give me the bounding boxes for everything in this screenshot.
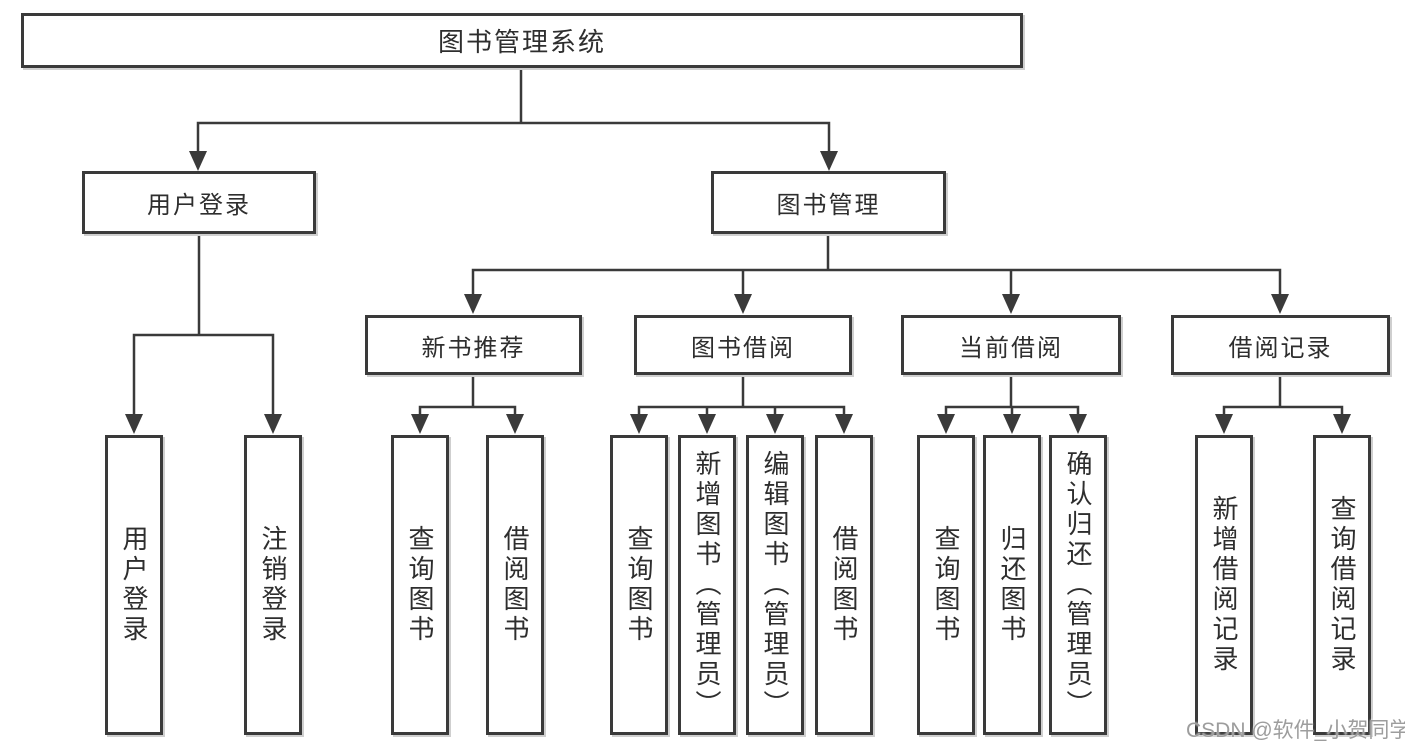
- leaf-query-book-current: 查询图书: [917, 435, 975, 735]
- connector-new-book-recommend-to-leaves: [418, 375, 517, 417]
- node-book-borrow: 图书借阅: [634, 315, 852, 375]
- node-label: 当前借阅: [959, 334, 1063, 362]
- node-label: 确认归还（管理员）: [1063, 450, 1093, 720]
- connector-root-to-level1: [196, 68, 831, 152]
- node-user-login-branch: 用户登录: [82, 171, 316, 234]
- connector-borrow-records-to-leaves: [1222, 375, 1344, 417]
- leaf-borrow-book-recommend: 借阅图书: [486, 435, 544, 735]
- node-label: 图书管理: [776, 192, 881, 219]
- node-label: 新增图书（管理员）: [692, 450, 722, 720]
- arrow-down-icon: [1271, 294, 1289, 314]
- arrow-down-icon: [734, 294, 752, 314]
- arrow-down-icon: [1333, 414, 1351, 434]
- arrow-down-icon: [1069, 414, 1087, 434]
- node-label: 注销登录: [258, 525, 288, 645]
- connector-current-borrow-to-leaves: [944, 375, 1080, 417]
- node-label: 用户登录: [119, 525, 149, 645]
- node-root-system: 图书管理系统: [21, 13, 1023, 68]
- leaf-query-borrow-record: 查询借阅记录: [1313, 435, 1371, 735]
- node-label: 借阅图书: [500, 525, 530, 645]
- arrowheads: [125, 151, 1351, 434]
- node-label: 编辑图书（管理员）: [760, 450, 790, 720]
- node-label: 借阅图书: [829, 525, 859, 645]
- node-label: 借阅记录: [1228, 334, 1333, 362]
- leaf-logout: 注销登录: [244, 435, 302, 735]
- node-label: 图书借阅: [691, 334, 795, 362]
- arrow-down-icon: [820, 151, 838, 171]
- leaf-return-book: 归还图书: [983, 435, 1041, 735]
- leaf-edit-book-admin: 编辑图书（管理员）: [746, 435, 804, 735]
- leaf-user-login: 用户登录: [105, 435, 163, 735]
- leaf-confirm-return-admin: 确认归还（管理员）: [1049, 435, 1107, 735]
- arrow-down-icon: [189, 151, 207, 171]
- leaf-query-book-recommend: 查询图书: [391, 435, 449, 735]
- node-new-book-recommend: 新书推荐: [365, 315, 582, 375]
- node-label: 查询图书: [624, 525, 654, 645]
- node-label: 用户登录: [147, 192, 251, 219]
- arrow-down-icon: [464, 294, 482, 314]
- arrow-down-icon: [125, 414, 143, 434]
- node-label: 查询借阅记录: [1327, 495, 1357, 675]
- leaf-borrow-book: 借阅图书: [815, 435, 873, 735]
- arrow-down-icon: [698, 414, 716, 434]
- leaf-add-borrow-record: 新增借阅记录: [1195, 435, 1253, 735]
- node-label: 新书推荐: [421, 334, 526, 362]
- arrow-down-icon: [1002, 294, 1020, 314]
- arrow-down-icon: [937, 414, 955, 434]
- connector-user-login-to-leaves: [132, 234, 275, 416]
- arrow-down-icon: [411, 414, 429, 434]
- node-borrow-records: 借阅记录: [1171, 315, 1390, 375]
- arrow-down-icon: [264, 414, 282, 434]
- arrow-down-icon: [766, 414, 784, 434]
- arrow-down-icon: [1003, 414, 1021, 434]
- leaf-add-book-admin: 新增图书（管理员）: [678, 435, 736, 735]
- node-label: 图书管理系统: [437, 27, 606, 57]
- node-label: 归还图书: [997, 525, 1027, 645]
- arrow-down-icon: [1215, 414, 1233, 434]
- watermark: CSDN @软件_小贺同学: [1186, 719, 1405, 742]
- node-current-borrow: 当前借阅: [901, 315, 1121, 375]
- node-label: 查询图书: [931, 525, 961, 645]
- connector-book-borrow-to-leaves: [637, 375, 846, 417]
- node-label: 查询图书: [405, 525, 435, 645]
- arrow-down-icon: [630, 414, 648, 434]
- leaf-query-book-borrow: 查询图书: [610, 435, 668, 735]
- arrow-down-icon: [835, 414, 853, 434]
- node-book-management: 图书管理: [711, 171, 946, 234]
- node-label: 新增借阅记录: [1209, 495, 1239, 675]
- arrow-down-icon: [506, 414, 524, 434]
- connector-book-management-to-level2: [471, 234, 1282, 296]
